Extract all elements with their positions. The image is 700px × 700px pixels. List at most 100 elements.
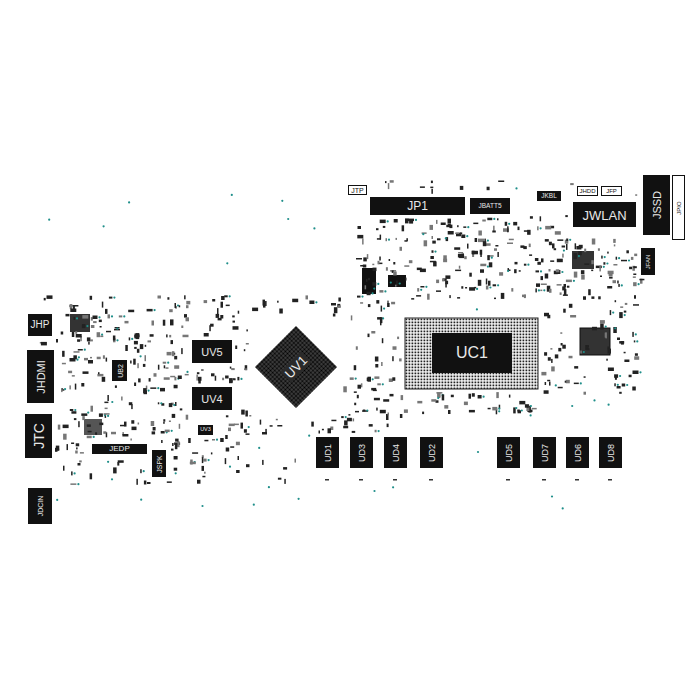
smd-part [581,270,585,274]
smd-part [427,294,430,300]
smd-part [88,342,90,345]
smd-part [181,348,183,354]
smd-part [535,258,539,261]
smd-part [376,228,379,230]
smd-part [585,345,589,350]
smd-part [616,257,618,260]
test-point [498,410,500,412]
smd-part [106,331,111,333]
smd-part [464,256,467,259]
test-point [638,283,640,285]
smd-part [97,357,101,360]
smd-part [171,340,174,344]
smd-part [486,286,489,290]
smd-part [252,308,258,312]
part-label: UD2 [427,443,436,461]
smd-part [562,345,566,349]
smd-part [365,285,367,289]
smd-part [232,315,235,317]
smd-part [478,231,482,236]
smd-part [87,424,91,427]
smd-part [545,382,547,385]
component-pad: JFP [601,186,622,196]
smd-part [393,272,397,276]
smd-part [455,270,461,272]
smd-part [197,372,200,374]
smd-part [122,434,128,437]
smd-part [389,379,393,383]
test-point [530,414,532,416]
smd-part [212,439,215,441]
smd-part [167,352,172,356]
smd-part [106,358,108,362]
smd-part [81,383,84,387]
smd-part [263,300,266,306]
smd-part [347,418,352,422]
smd-part [225,376,229,379]
smd-part [400,247,403,251]
test-point [543,289,545,291]
test-point [148,390,150,392]
smd-part [586,348,590,350]
smd-part [631,257,634,260]
smd-part [368,334,370,338]
component-pad: JSSD [643,175,670,235]
smd-part [102,302,104,308]
test-point [131,338,133,340]
smd-part [392,356,394,361]
smd-part [380,410,386,414]
smd-part [130,439,132,441]
smd-part [145,355,147,361]
smd-part [93,321,97,323]
smd-part [161,431,165,434]
smd-part [583,296,586,300]
smd-part [558,348,561,352]
smd-part [295,459,297,463]
smd-part [74,418,77,420]
smd-part [624,352,626,354]
smd-part [461,286,463,289]
smd-part [373,268,377,272]
smd-part [179,424,181,429]
smd-part [185,374,189,376]
smd-part [397,337,399,340]
smd-part [472,251,478,255]
smd-part [459,255,464,259]
test-point [384,290,386,292]
smd-part [103,431,106,434]
smd-part [564,284,567,287]
smd-part [575,243,577,249]
test-point [540,270,542,272]
test-point [167,362,169,364]
smd-part [542,479,546,481]
test-point [123,315,125,317]
smd-part [226,305,230,307]
smd-part [579,245,583,249]
smd-part [161,440,163,443]
test-point [540,227,542,229]
smd-part [175,303,177,308]
smd-part [599,265,601,271]
smd-part [436,280,439,284]
smd-part [375,364,378,368]
smd-part [526,408,529,412]
smd-part [566,280,572,283]
smd-part [437,238,441,240]
smd-part [549,242,552,246]
smd-part [270,425,273,427]
smd-part [174,468,178,471]
smd-part [276,419,278,421]
smd-part [375,357,379,362]
smd-part [69,385,71,389]
smd-part [634,295,636,299]
smd-part [562,254,564,258]
smd-part [540,290,542,292]
smd-part [401,395,404,400]
smd-part [629,375,632,378]
component-pad: UD3 [350,437,373,468]
smd-part [367,378,371,382]
smd-part [333,314,336,317]
smd-part [244,368,247,370]
smd-part [62,363,66,365]
smd-part [230,367,232,369]
